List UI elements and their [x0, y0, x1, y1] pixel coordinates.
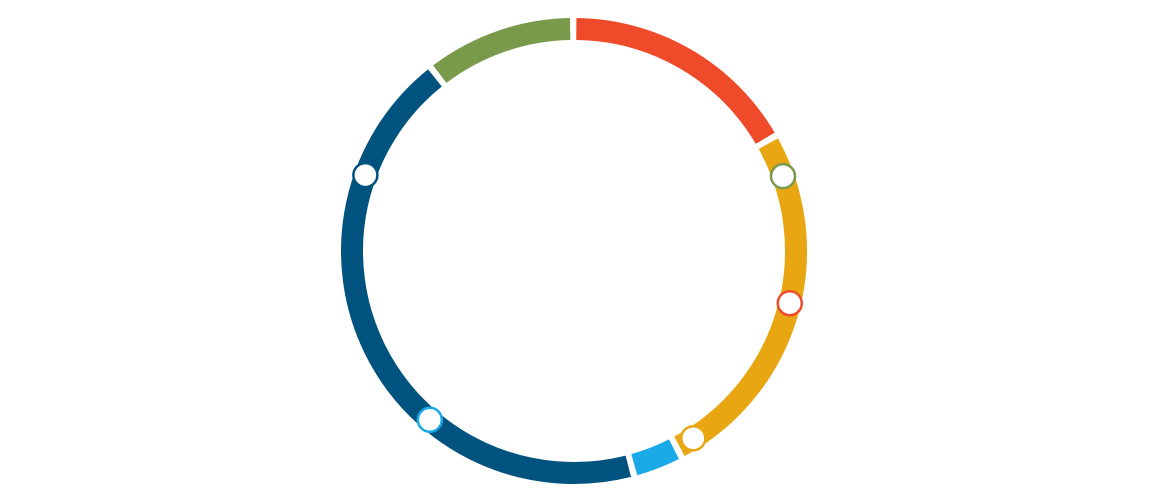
ring-segment-3: [674, 138, 807, 457]
segment-marker-4: [416, 406, 444, 434]
segment-markers: [352, 161, 804, 452]
ring-segment-4: [631, 439, 679, 476]
segment-marker-2: [776, 289, 804, 317]
segment-marker-1: [769, 162, 797, 190]
ring-segments: [341, 18, 807, 484]
segment-marker-3: [680, 424, 707, 452]
ring-segment-5: [341, 69, 631, 484]
ring-segment-2: [576, 18, 775, 144]
segment-marker-5: [352, 161, 379, 189]
ring-segment-1: [433, 18, 571, 84]
